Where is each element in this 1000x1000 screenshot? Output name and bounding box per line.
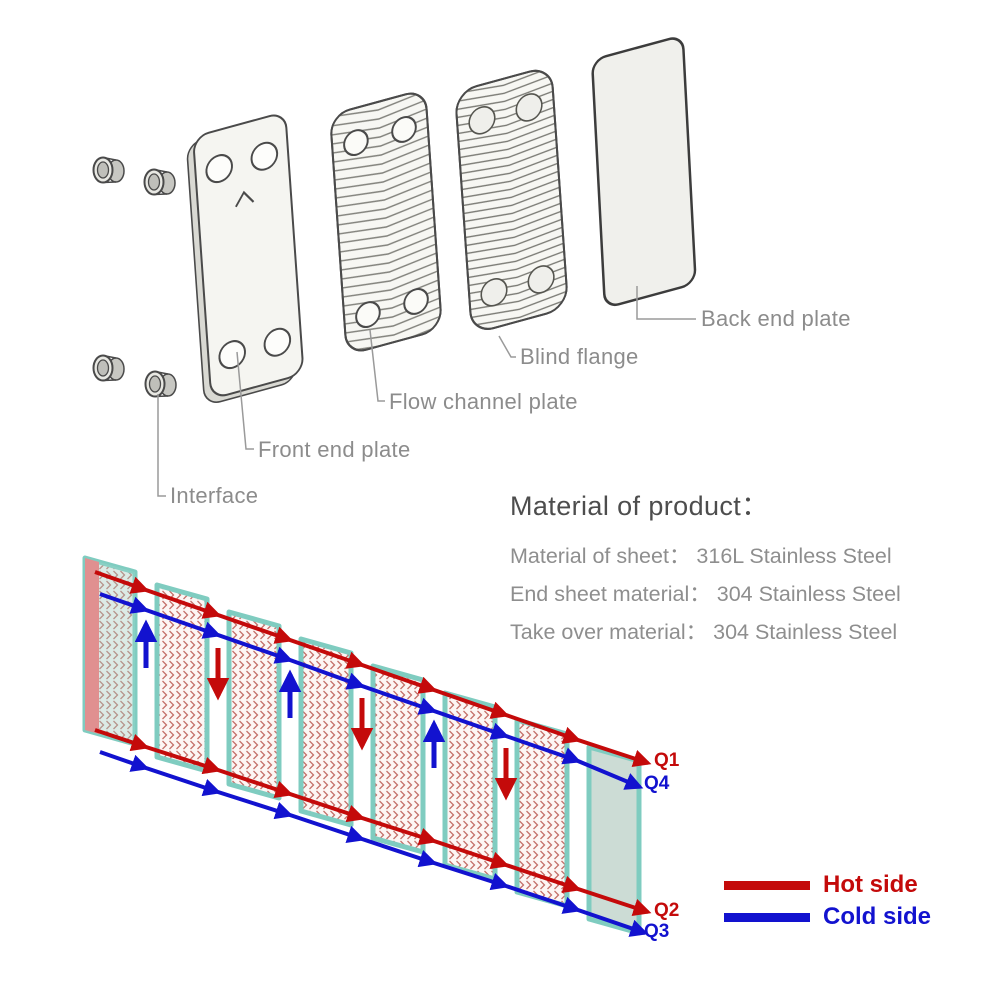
label-interface: Interface <box>170 483 259 508</box>
leader-line-flow-channel-plate <box>369 329 385 402</box>
leader-line-back-end-plate <box>636 286 696 320</box>
port-label-q4: Q4 <box>644 773 670 794</box>
leader-lines <box>157 286 696 497</box>
materials-line-end-sheet: End sheet material： 304 Stainless Steel <box>510 582 901 606</box>
hot-side-swatch <box>724 880 810 890</box>
leader-line-blind-flange <box>498 335 516 358</box>
interface-fittings-drawing <box>92 156 177 398</box>
port-label-q2: Q2 <box>654 900 680 921</box>
hot-side-label: Hot side <box>823 871 918 898</box>
flow-channel-plate-drawing <box>330 92 442 352</box>
cold-side-label: Cold side <box>823 903 932 930</box>
label-flow-channel-plate: Flow channel plate <box>389 389 578 414</box>
interface-fitting <box>144 370 177 398</box>
materials-title: Material of product： <box>510 491 769 521</box>
label-back-end-plate: Back end plate <box>701 306 851 331</box>
port-label-q1: Q1 <box>654 750 680 771</box>
port-label-q3: Q3 <box>644 921 670 942</box>
back-end-plate-drawing <box>591 37 697 307</box>
legend-row-cold: Cold side <box>724 903 932 930</box>
gap-flow-arrows <box>134 619 518 801</box>
materials-line-take-over: Take over material： 304 Stainless Steel <box>510 620 898 644</box>
interface-fitting <box>92 354 125 382</box>
interface-fitting <box>143 168 176 196</box>
label-blind-flange: Blind flange <box>520 344 639 369</box>
leader-line-interface <box>157 394 166 497</box>
label-front-end-plate: Front end plate <box>258 437 411 462</box>
legend-row-hot: Hot side <box>724 871 918 898</box>
flow-lines <box>94 570 652 937</box>
materials-section: Material of product： Material of sheet： … <box>510 484 970 651</box>
leader-line-front-end-plate <box>236 351 254 450</box>
cold-flow-line-bottom <box>99 750 649 937</box>
stack-plate-front-edge <box>85 558 99 734</box>
interface-fitting <box>92 156 125 184</box>
stack-plate <box>154 582 210 774</box>
blind-flange-drawing <box>455 69 568 330</box>
materials-line-sheet: Material of sheet： 316L Stainless Steel <box>510 544 892 568</box>
front-end-plate-drawing <box>186 114 304 403</box>
cold-side-swatch <box>724 912 810 922</box>
